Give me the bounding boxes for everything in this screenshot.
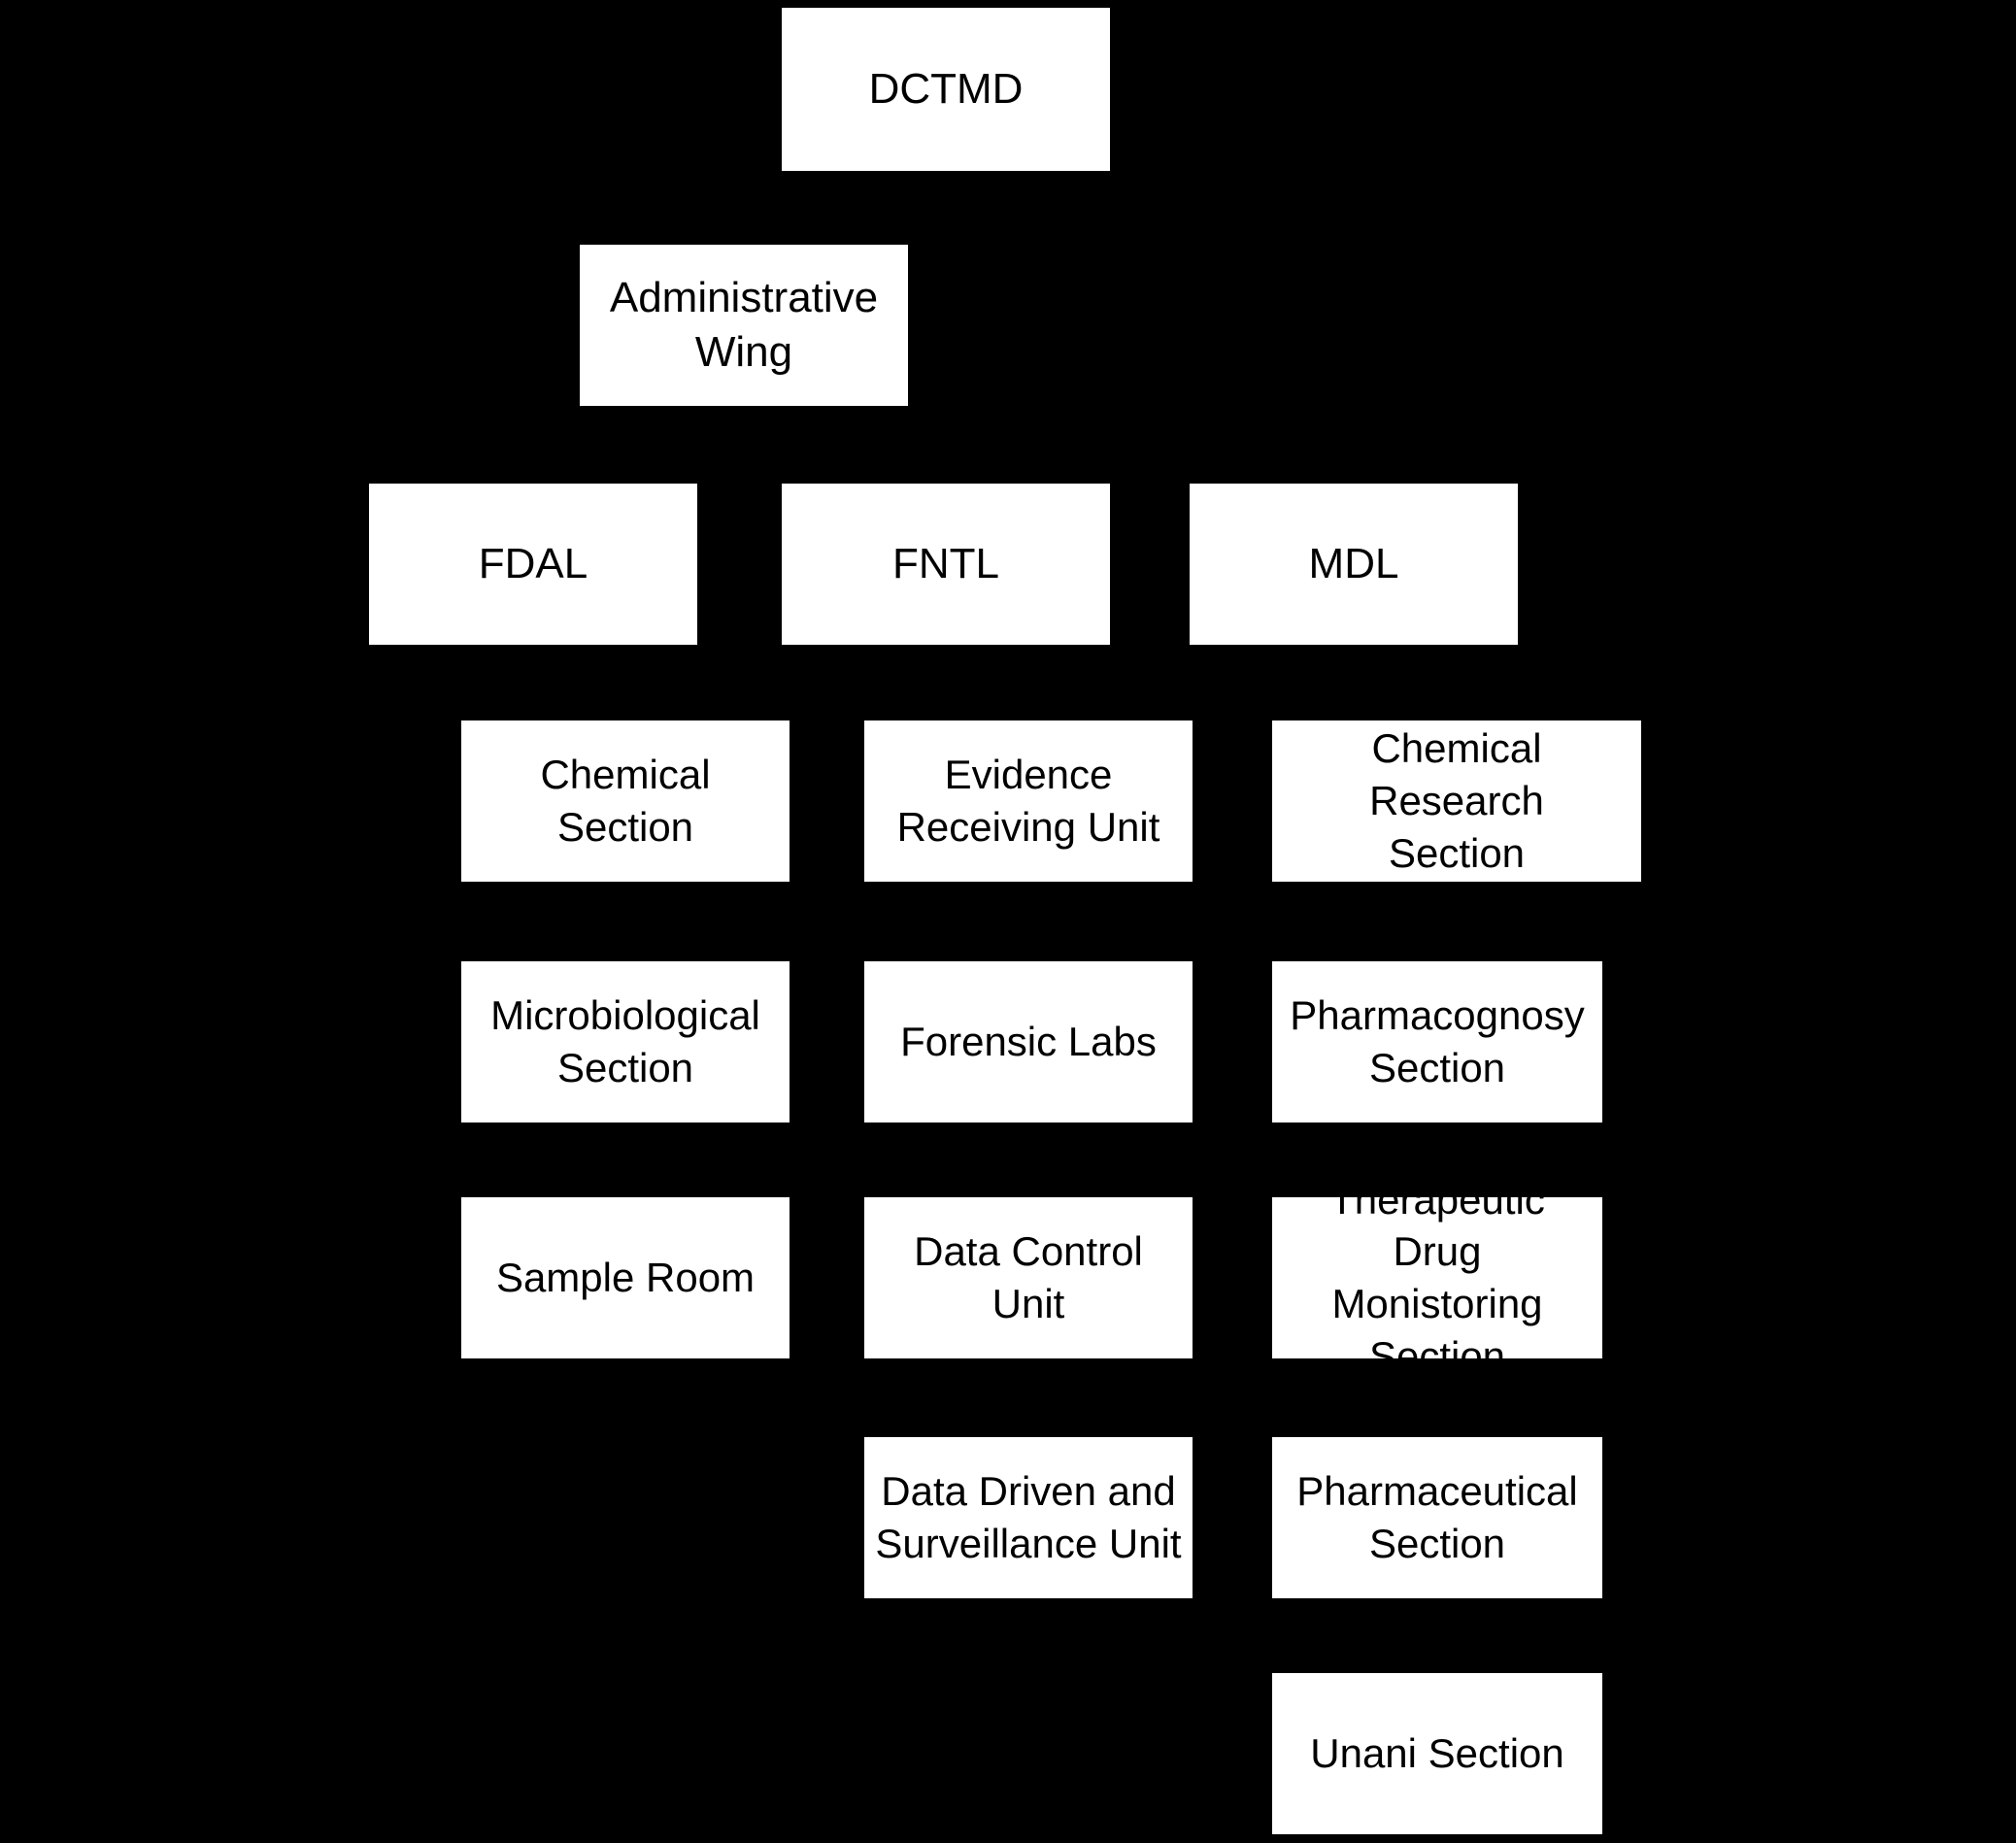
org-node-microbiological-section[interactable]: Microbiological Section [461, 961, 790, 1123]
org-node-label: DCTMD [868, 64, 1024, 113]
org-node-evidence-receiving-unit[interactable]: Evidence Receiving Unit [864, 720, 1193, 882]
org-node-label: Unani Section [1310, 1730, 1564, 1777]
org-node-sample-room[interactable]: Sample Room [461, 1197, 790, 1358]
org-node-label: Chemical Research Section [1369, 725, 1544, 876]
org-node-data-control-unit[interactable]: Data Control Unit [864, 1197, 1193, 1358]
org-node-label: Sample Room [495, 1255, 756, 1301]
org-node-label: Chemical Section [540, 752, 711, 850]
org-node-label: Forensic Labs [900, 1019, 1157, 1065]
org-node-label: FDAL [478, 539, 588, 587]
org-node-label: Data Control Unit [914, 1228, 1143, 1326]
org-node-label: MDL [1308, 539, 1399, 587]
org-node-chemical-research-section[interactable]: Chemical Research Section [1272, 720, 1641, 882]
org-node-pharmaceutical-section[interactable]: Pharmaceutical Section [1272, 1437, 1602, 1598]
org-node-dctmd[interactable]: DCTMD [782, 8, 1110, 171]
org-node-administrative-wing[interactable]: Administrative Wing [580, 245, 908, 406]
org-node-label: Data Driven and Surveillance Unit [875, 1468, 1182, 1566]
org-node-fdal[interactable]: FDAL [369, 484, 697, 645]
org-node-label: FNTL [892, 539, 999, 587]
org-node-chemical-section[interactable]: Chemical Section [461, 720, 790, 882]
org-node-mdl[interactable]: MDL [1190, 484, 1518, 645]
org-node-pharmacognosy-section[interactable]: Pharmacognosy Section [1272, 961, 1602, 1123]
org-node-fntl[interactable]: FNTL [782, 484, 1110, 645]
org-node-therapeutic-drug-monistoring-section[interactable]: Therapeutic Drug Monistoring Section [1272, 1177, 1602, 1379]
org-node-label: Evidence Receiving Unit [896, 752, 1160, 850]
org-node-data-driven-and-surveillance-unit[interactable]: Data Driven and Surveillance Unit [864, 1437, 1193, 1598]
org-node-label: Therapeutic Drug Monistoring Section [1329, 1176, 1545, 1379]
org-node-unani-section[interactable]: Unani Section [1272, 1673, 1602, 1834]
org-node-forensic-labs[interactable]: Forensic Labs [864, 961, 1193, 1123]
org-node-label: Administrative Wing [609, 273, 879, 376]
org-node-label: Pharmacognosy Section [1290, 992, 1585, 1090]
org-node-label: Microbiological Section [490, 992, 760, 1090]
org-node-label: Pharmaceutical Section [1296, 1468, 1578, 1566]
